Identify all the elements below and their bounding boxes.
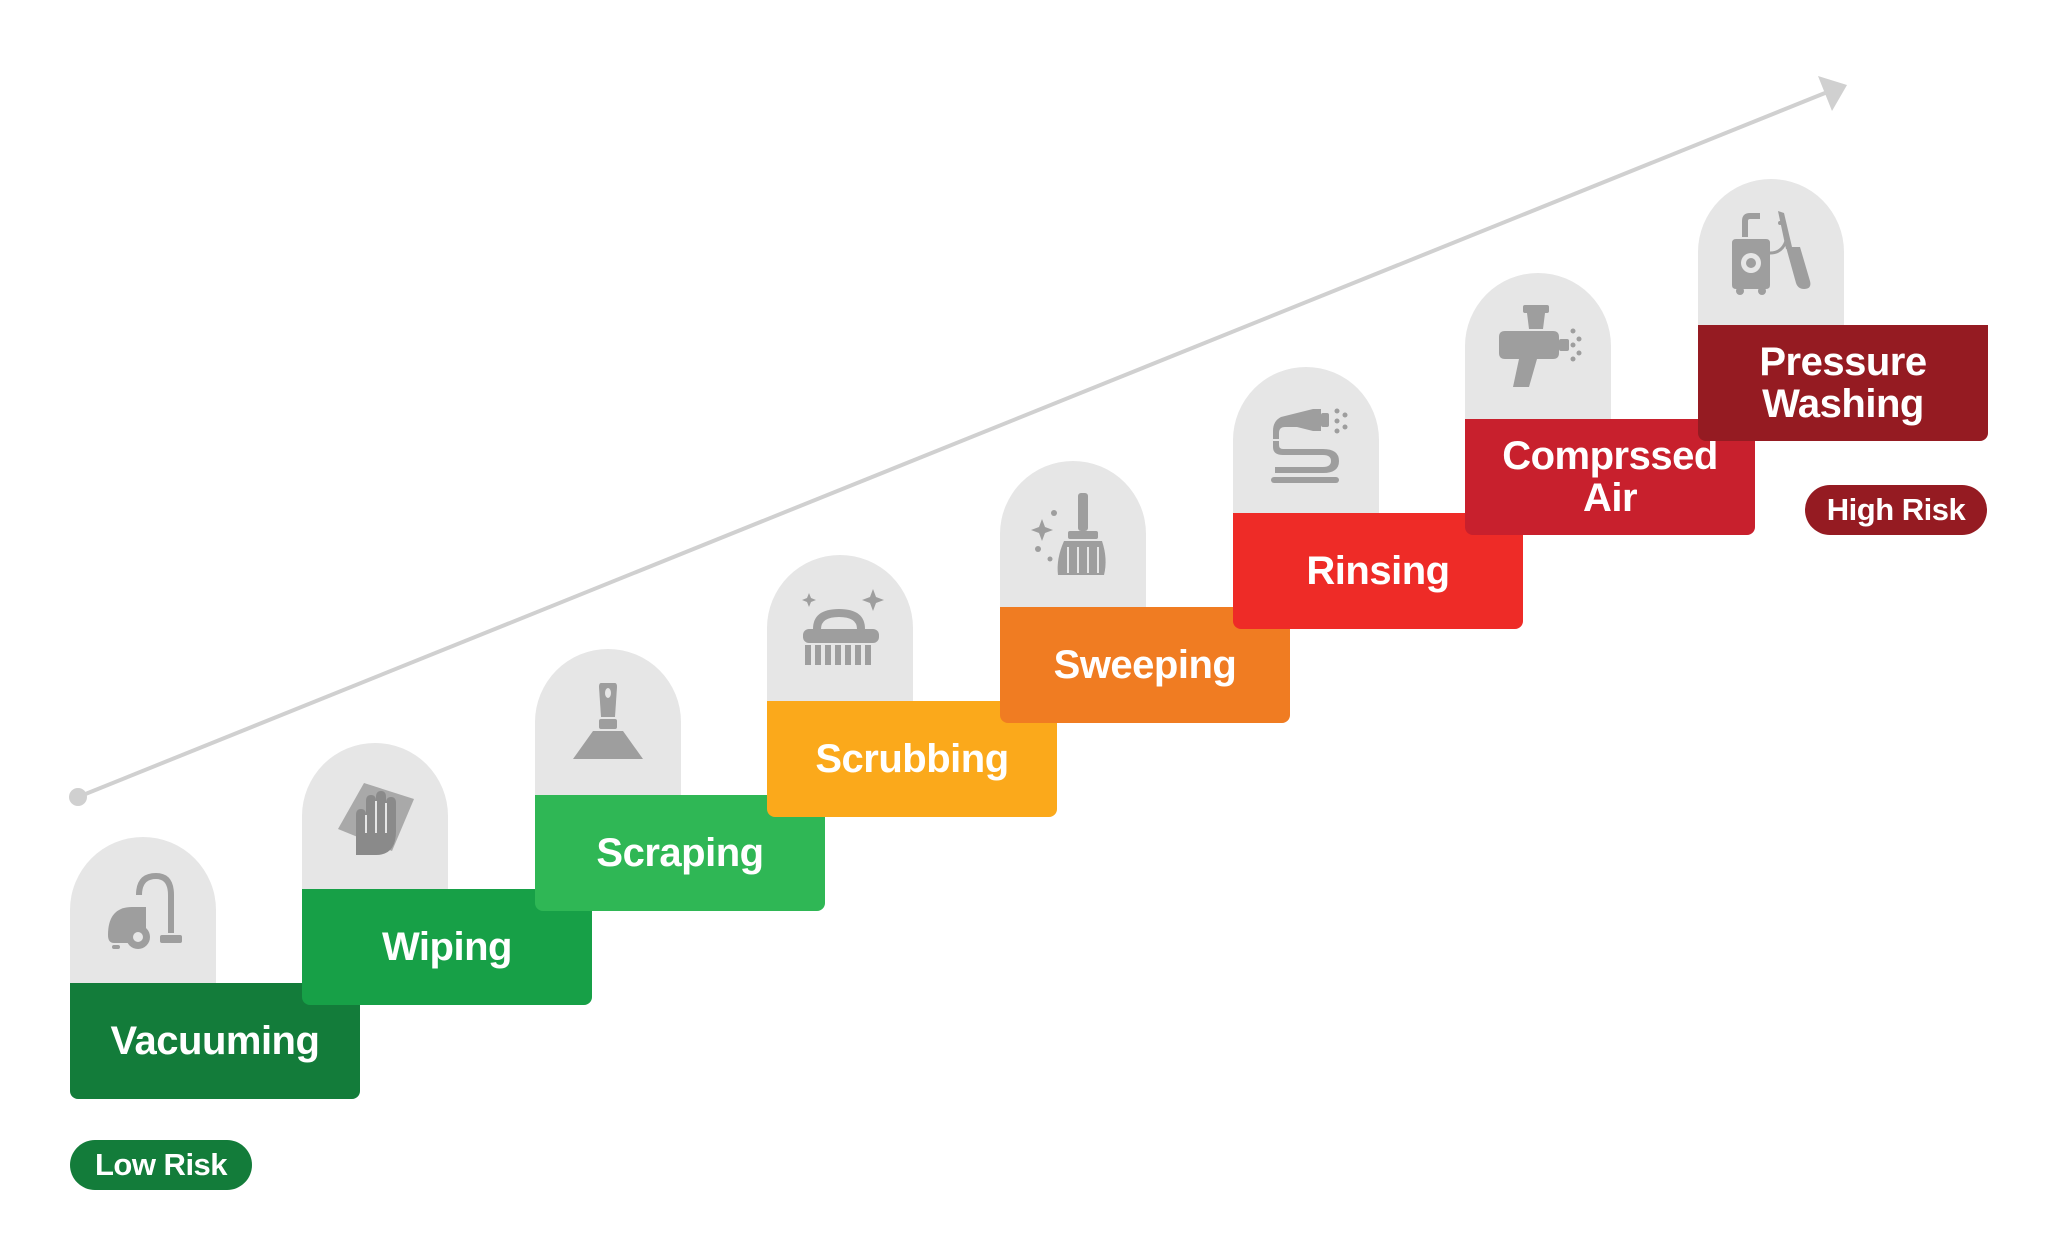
icon-tab — [1698, 179, 1844, 325]
step-pressure-washing: Pressure Washing — [1698, 179, 1988, 441]
icon-tab — [767, 555, 913, 701]
risk-trend-line — [77, 91, 1826, 799]
step-label: Pressure Washing — [1759, 340, 1927, 426]
step-label: Scraping — [596, 831, 764, 875]
icon-tab — [70, 837, 216, 983]
vacuum-cleaner-icon — [108, 873, 182, 949]
step-label-box: Pressure Washing — [1698, 325, 1988, 441]
step-label-box: Scraping — [535, 795, 825, 911]
step-scraping: Scraping — [535, 649, 825, 911]
risk-trend-start-dot — [69, 788, 87, 806]
step-label: Comprssed Air — [1502, 434, 1718, 520]
step-label: Wiping — [382, 925, 512, 969]
high-risk-badge: High Risk — [1805, 485, 1987, 535]
air-gun-icon — [1499, 305, 1582, 387]
step-label: Vacuuming — [110, 1019, 320, 1063]
step-label: Scrubbing — [815, 737, 1009, 781]
hose-nozzle-icon — [1271, 408, 1348, 483]
step-scrubbing: Scrubbing — [767, 555, 1057, 817]
icon-tab — [535, 649, 681, 795]
icon-tab — [1465, 273, 1611, 419]
broom-icon — [1031, 493, 1106, 575]
step-wiping: Wiping — [302, 743, 592, 1005]
step-label: Sweeping — [1053, 643, 1237, 687]
low-risk-badge: Low Risk — [70, 1140, 252, 1190]
pressure-washer-icon — [1732, 211, 1811, 295]
scraper-icon — [573, 683, 643, 759]
step-rinsing: Rinsing — [1233, 367, 1523, 629]
risk-trend-arrowhead — [1818, 76, 1847, 111]
icon-tab — [302, 743, 448, 889]
icon-tab — [1000, 461, 1146, 607]
step-label: Rinsing — [1306, 549, 1450, 593]
wiping-hand-icon — [338, 783, 414, 855]
icon-tab — [1233, 367, 1379, 513]
scrub-brush-icon — [802, 589, 884, 665]
